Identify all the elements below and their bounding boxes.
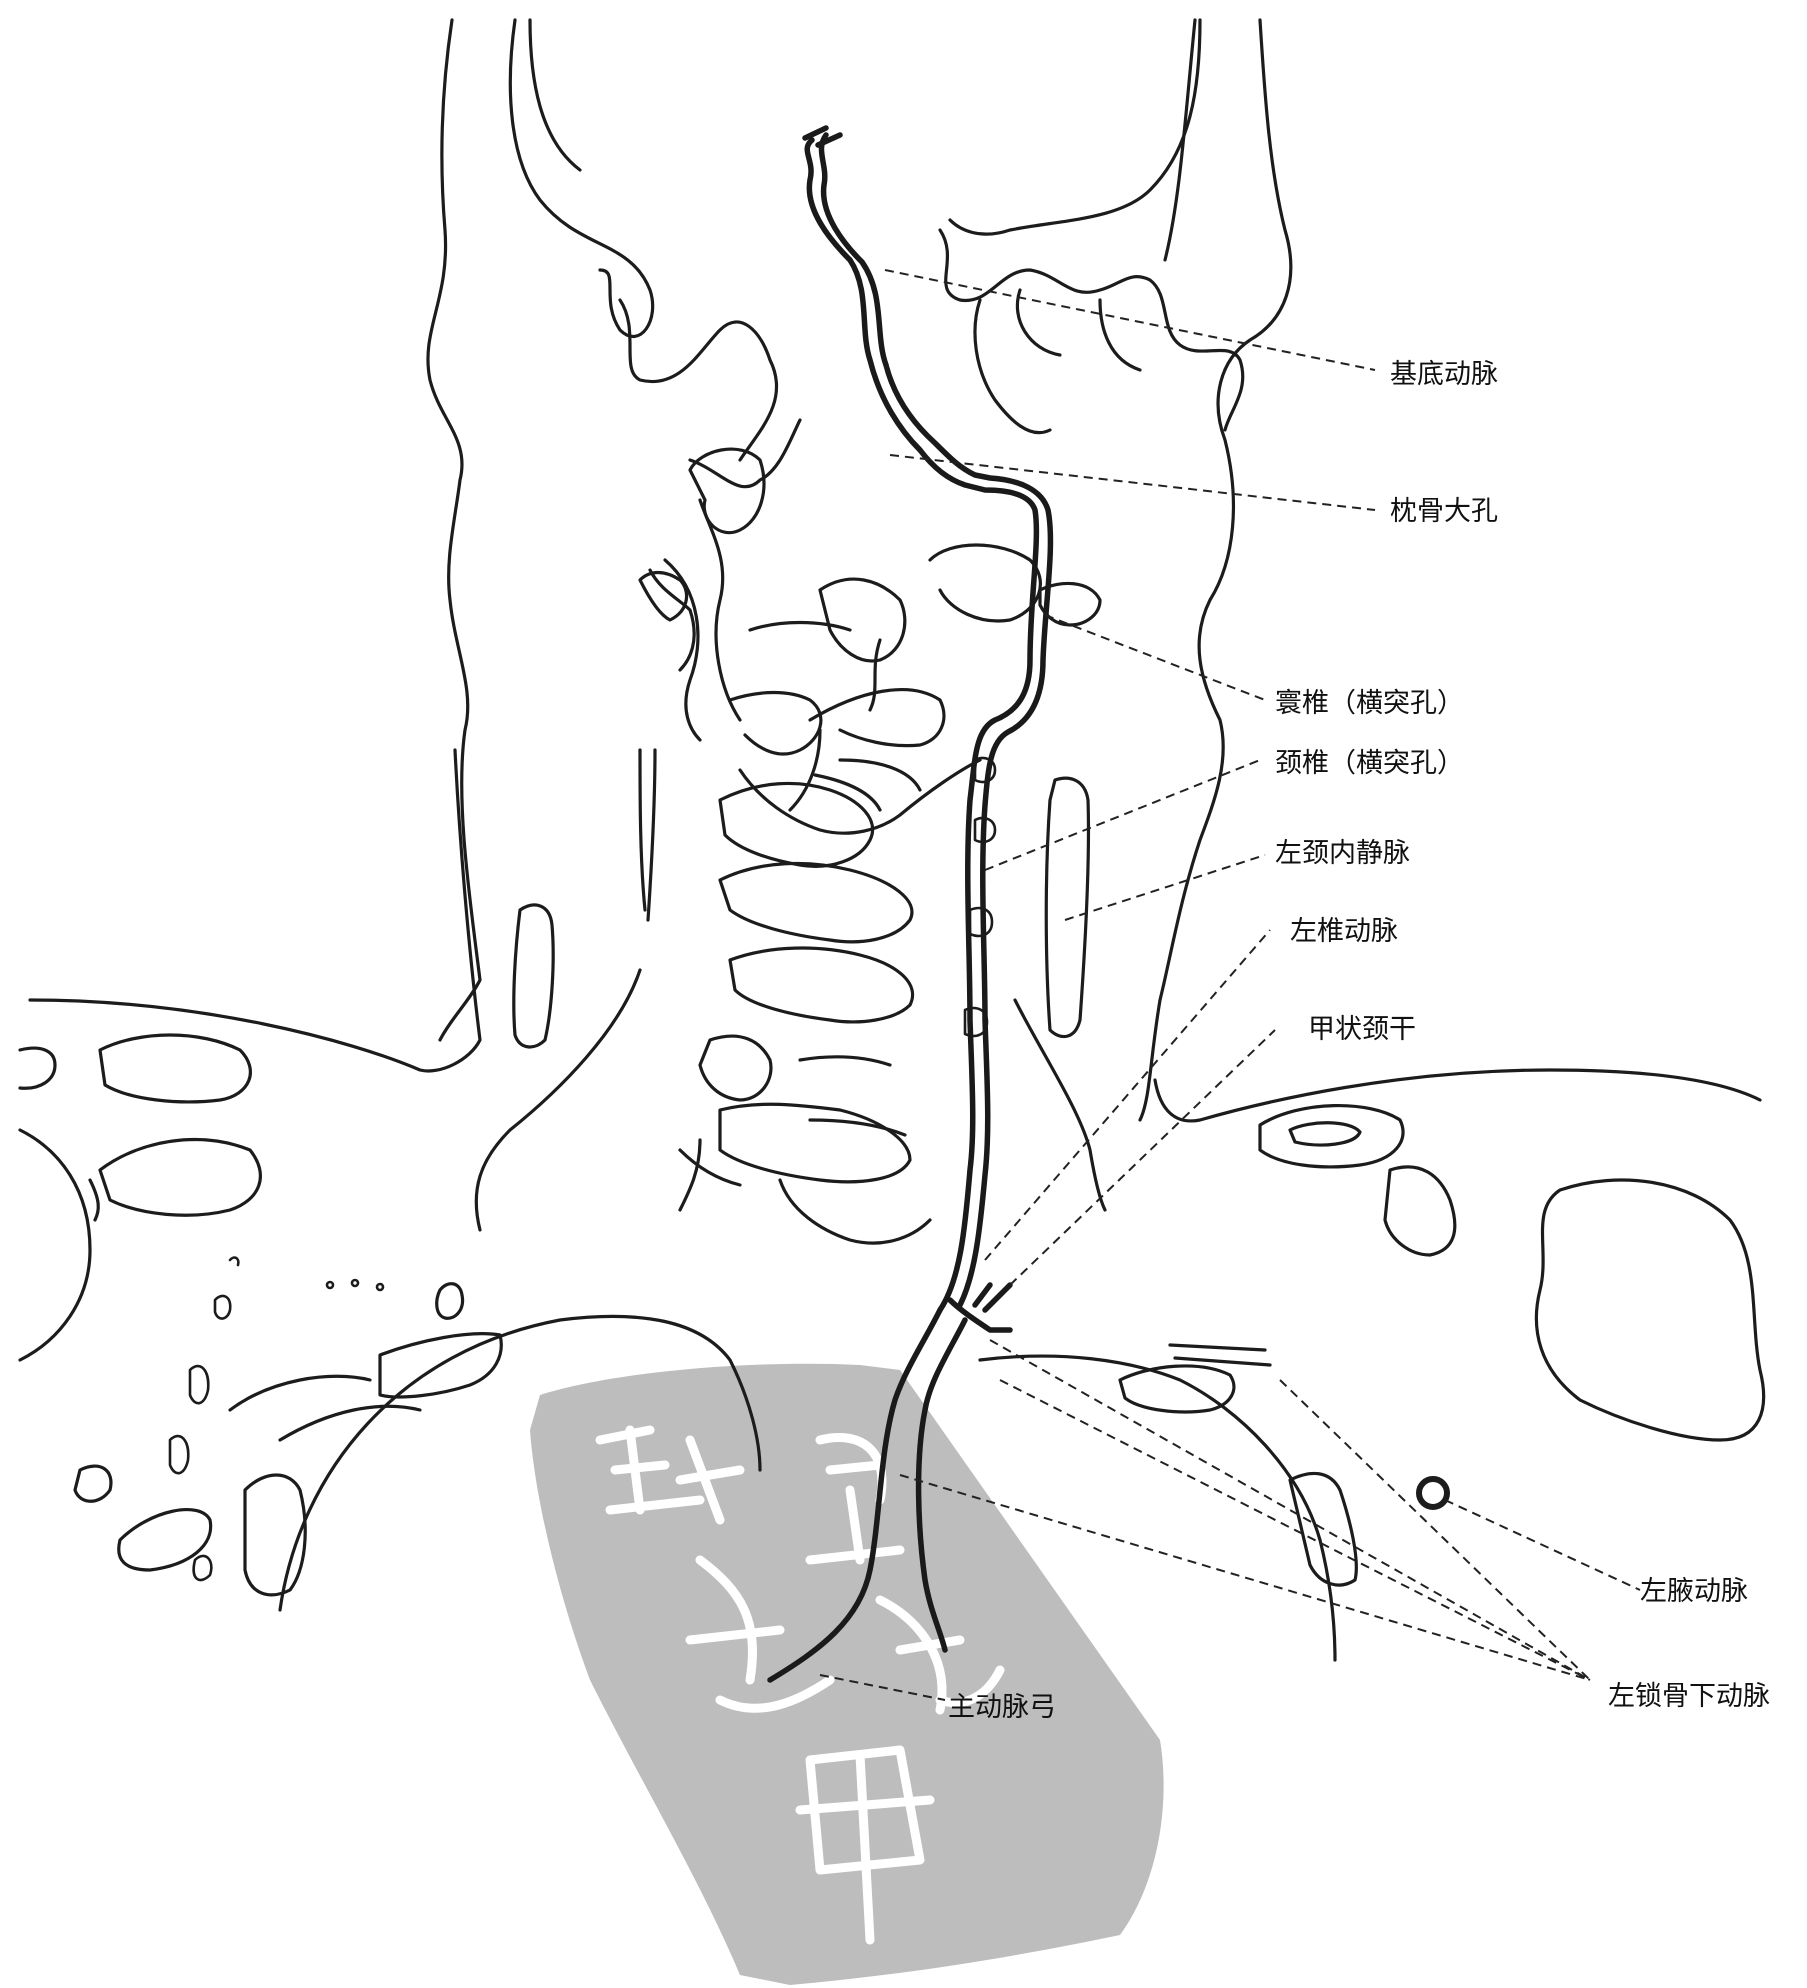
leader-basilar — [885, 270, 1375, 370]
leader-atlas — [1045, 615, 1265, 700]
neck-outline — [30, 750, 1760, 1230]
label-left-vertebral-artery: 左椎动脉 — [1290, 916, 1398, 947]
leader-thyrocervical — [1010, 1030, 1275, 1285]
label-aortic-arch: 主动脉弓 — [948, 1692, 1056, 1723]
seal-watermark — [530, 1364, 1164, 1985]
label-cervical-foramen: 颈椎（横突孔） — [1275, 748, 1464, 779]
leader-subclavian-2 — [1280, 1380, 1590, 1680]
labels: 基底动脉 枕骨大孔 寰椎（横突孔） 颈椎（横突孔） 左颈内静脉 左椎动脉 甲状颈… — [948, 359, 1770, 1723]
leader-vertebral — [985, 930, 1270, 1260]
label-basilar-artery: 基底动脉 — [1390, 359, 1498, 390]
label-atlas-foramen: 寰椎（横突孔） — [1275, 688, 1464, 719]
label-thyrocervical-trunk: 甲状颈干 — [1308, 1014, 1416, 1045]
label-foramen-magnum: 枕骨大孔 — [1390, 496, 1498, 527]
label-left-axillary-artery: 左腋动脉 — [1640, 1576, 1748, 1607]
leader-jugular — [1065, 855, 1265, 920]
lower-cervical-stack — [680, 758, 995, 1243]
vertebral-artery-outer — [807, 140, 1036, 1310]
leader-axillary — [1445, 1500, 1640, 1590]
label-left-subclavian-artery: 左锁骨下动脉 — [1608, 1681, 1770, 1712]
label-left-internal-jugular-vein: 左颈内静脉 — [1275, 838, 1410, 869]
